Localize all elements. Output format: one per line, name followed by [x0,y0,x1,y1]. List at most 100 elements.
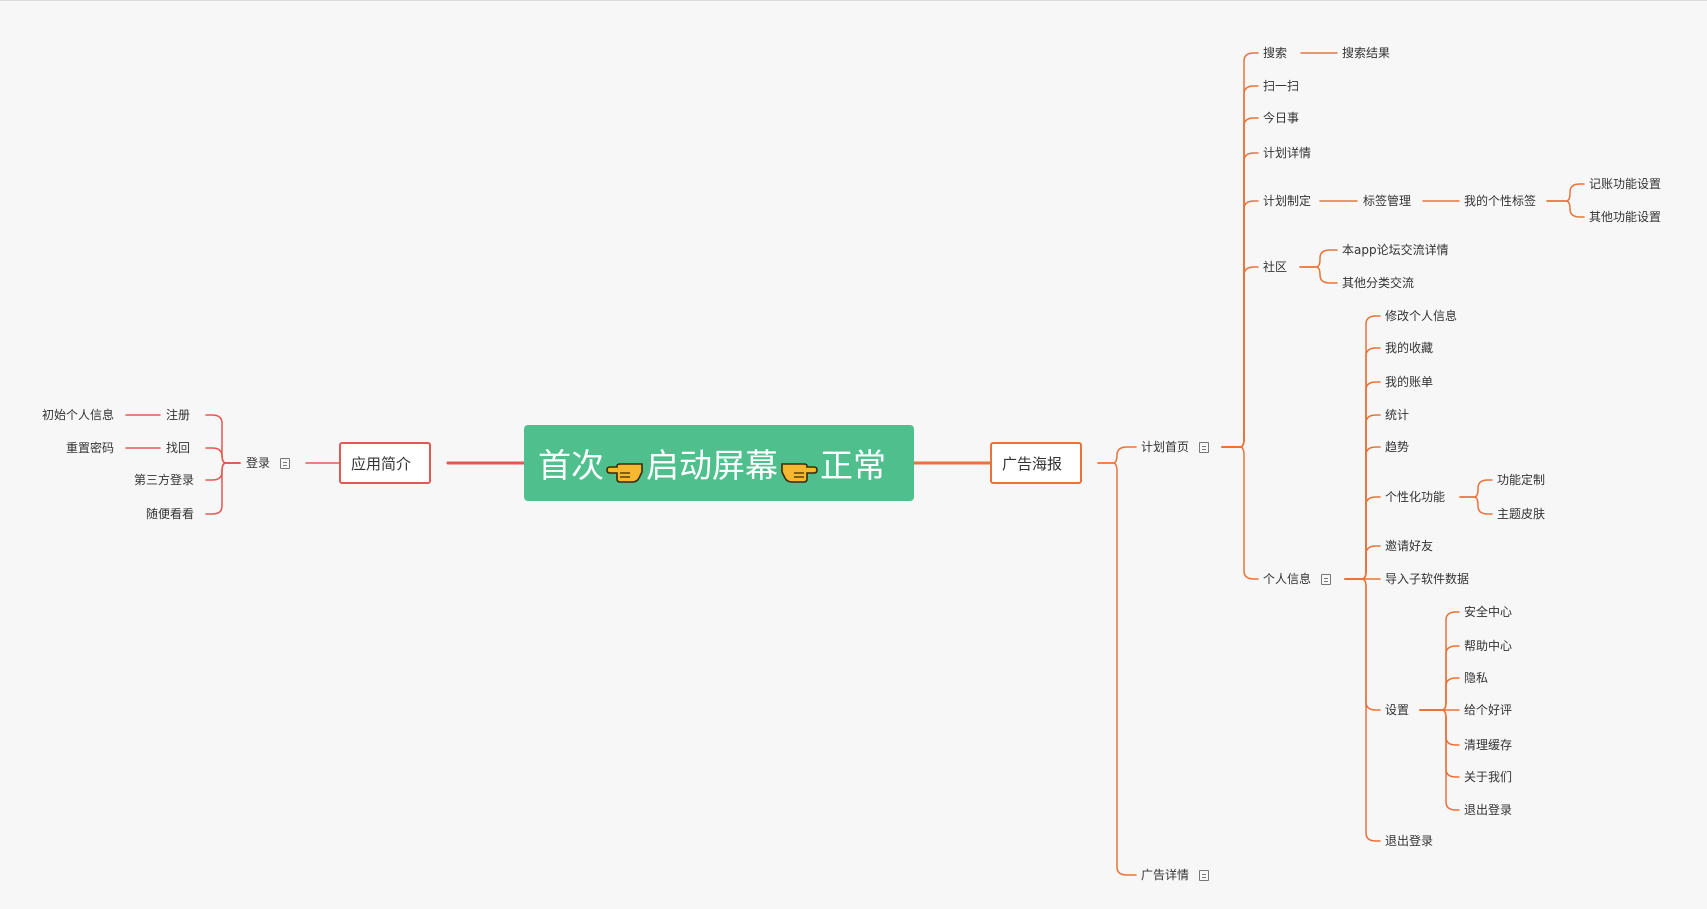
connector-plan-home [1221,200,1259,448]
connector-plan-home [1221,446,1259,580]
root-topic[interactable]: 首次 启动屏幕 正常 [524,425,914,501]
connector-settings [1419,677,1460,711]
node-other-settings[interactable]: 其他功能设置 [1589,209,1661,225]
node-label: 设置 [1385,703,1410,717]
node-feature-custom[interactable]: 功能定制 [1497,472,1545,488]
node-privacy[interactable]: 隐私 [1464,670,1488,686]
node-label: 安全中心 [1464,605,1513,619]
node-label: 登录 [246,456,271,470]
node-label: 帮助中心 [1464,639,1513,653]
node-plan-home[interactable]: 计划首页 [1141,439,1210,455]
node-plan-detail[interactable]: 计划详情 [1263,145,1311,161]
node-login[interactable]: 登录 [246,455,291,471]
node-label: 计划首页 [1141,440,1190,454]
node-scan[interactable]: 扫一扫 [1263,78,1299,94]
node-label: 第三方登录 [134,473,195,487]
note-icon[interactable] [1199,441,1210,453]
connector-personalization [1459,496,1493,515]
node-bills[interactable]: 我的账单 [1385,374,1433,390]
connector-plan-home [1221,52,1259,448]
node-about[interactable]: 关于我们 [1464,769,1512,785]
node-label: 修改个人信息 [1385,309,1458,323]
node-theme-skin[interactable]: 主题皮肤 [1497,506,1545,522]
node-label: 功能定制 [1497,473,1546,487]
node-settings[interactable]: 设置 [1385,702,1409,718]
node-clear-cache[interactable]: 清理缓存 [1464,737,1512,753]
node-app-intro[interactable]: 应用简介 [339,442,432,484]
node-ad-detail[interactable]: 广告详情 [1141,867,1210,883]
node-forum-detail[interactable]: 本app论坛交流详情 [1342,242,1449,258]
node-label: 搜索 [1263,46,1288,60]
node-label: 个性化功能 [1385,490,1446,504]
node-label: 记账功能设置 [1589,177,1662,191]
node-help[interactable]: 帮助中心 [1464,638,1512,654]
node-ad-poster[interactable]: 广告海报 [990,442,1083,484]
node-label: 本app论坛交流详情 [1342,243,1449,257]
node-label: 关于我们 [1464,770,1513,784]
node-label: 注册 [166,408,191,422]
node-security[interactable]: 安全中心 [1464,604,1512,620]
node-personalization[interactable]: 个性化功能 [1385,489,1445,505]
note-icon[interactable] [280,457,291,469]
node-import-data[interactable]: 导入子软件数据 [1385,571,1469,587]
node-third-party-login[interactable]: 第三方登录 [134,472,194,488]
node-browse[interactable]: 随便看看 [146,506,194,522]
node-bookkeeping-settings[interactable]: 记账功能设置 [1589,176,1661,192]
node-retrieve[interactable]: 找回 [166,440,190,456]
node-edit-profile[interactable]: 修改个人信息 [1385,308,1457,324]
connector-plan-home [1221,152,1259,448]
node-plan-making[interactable]: 计划制定 [1263,193,1311,209]
connector-ad-poster [1097,462,1137,876]
node-label: 扫一扫 [1263,79,1300,93]
connector-login-children [205,414,241,464]
node-logout-settings[interactable]: 退出登录 [1464,802,1512,818]
node-label: 重置密码 [66,441,115,455]
note-icon[interactable] [1321,573,1332,585]
connector-personal-info [1344,545,1381,580]
node-trends[interactable]: 趋势 [1385,439,1409,455]
top-border [0,0,1707,1]
node-other-exchange[interactable]: 其他分类交流 [1342,275,1414,291]
node-my-tags[interactable]: 我的个性标签 [1464,193,1536,209]
node-today[interactable]: 今日事 [1263,110,1299,126]
node-register[interactable]: 注册 [166,407,190,423]
note-icon[interactable] [1199,869,1210,881]
connector-personalization [1459,479,1493,498]
node-label: 趋势 [1385,440,1410,454]
node-label: 我的收藏 [1385,341,1434,355]
node-label: 今日事 [1263,111,1300,125]
node-community[interactable]: 社区 [1263,259,1287,275]
node-label: 我的个性标签 [1464,194,1537,208]
node-reset-password[interactable]: 重置密码 [66,440,114,456]
node-logout[interactable]: 退出登录 [1385,833,1433,849]
node-statistics[interactable]: 统计 [1385,407,1409,423]
node-personal-info[interactable]: 个人信息 [1263,571,1332,587]
root-text-3: 正常 [820,446,886,485]
node-invite[interactable]: 邀请好友 [1385,538,1433,554]
connector-personal-info [1344,578,1381,842]
connector-personal-info [1344,496,1381,580]
node-favorites[interactable]: 我的收藏 [1385,340,1433,356]
node-label: 我的账单 [1385,375,1434,389]
node-label: 应用简介 [351,454,412,473]
node-label: 其他分类交流 [1342,276,1415,290]
connector-settings [1419,611,1460,711]
node-search-results[interactable]: 搜索结果 [1342,45,1390,61]
node-label: 初始个人信息 [42,408,115,422]
connector-personal-info [1344,446,1381,580]
connector-community [1299,266,1338,284]
node-label: 广告海报 [1002,454,1063,473]
node-tag-manage[interactable]: 标签管理 [1363,193,1411,209]
node-label: 退出登录 [1464,803,1513,817]
node-rate[interactable]: 给个好评 [1464,702,1512,718]
connector-community [1299,249,1338,268]
node-label: 找回 [166,441,191,455]
node-label: 导入子软件数据 [1385,572,1470,586]
node-search[interactable]: 搜索 [1263,45,1287,61]
connector-login-children [205,462,241,515]
connector-settings [1419,709,1460,811]
node-label: 主题皮肤 [1497,507,1546,521]
node-init-profile[interactable]: 初始个人信息 [42,407,114,423]
connector-login-children [205,447,241,464]
